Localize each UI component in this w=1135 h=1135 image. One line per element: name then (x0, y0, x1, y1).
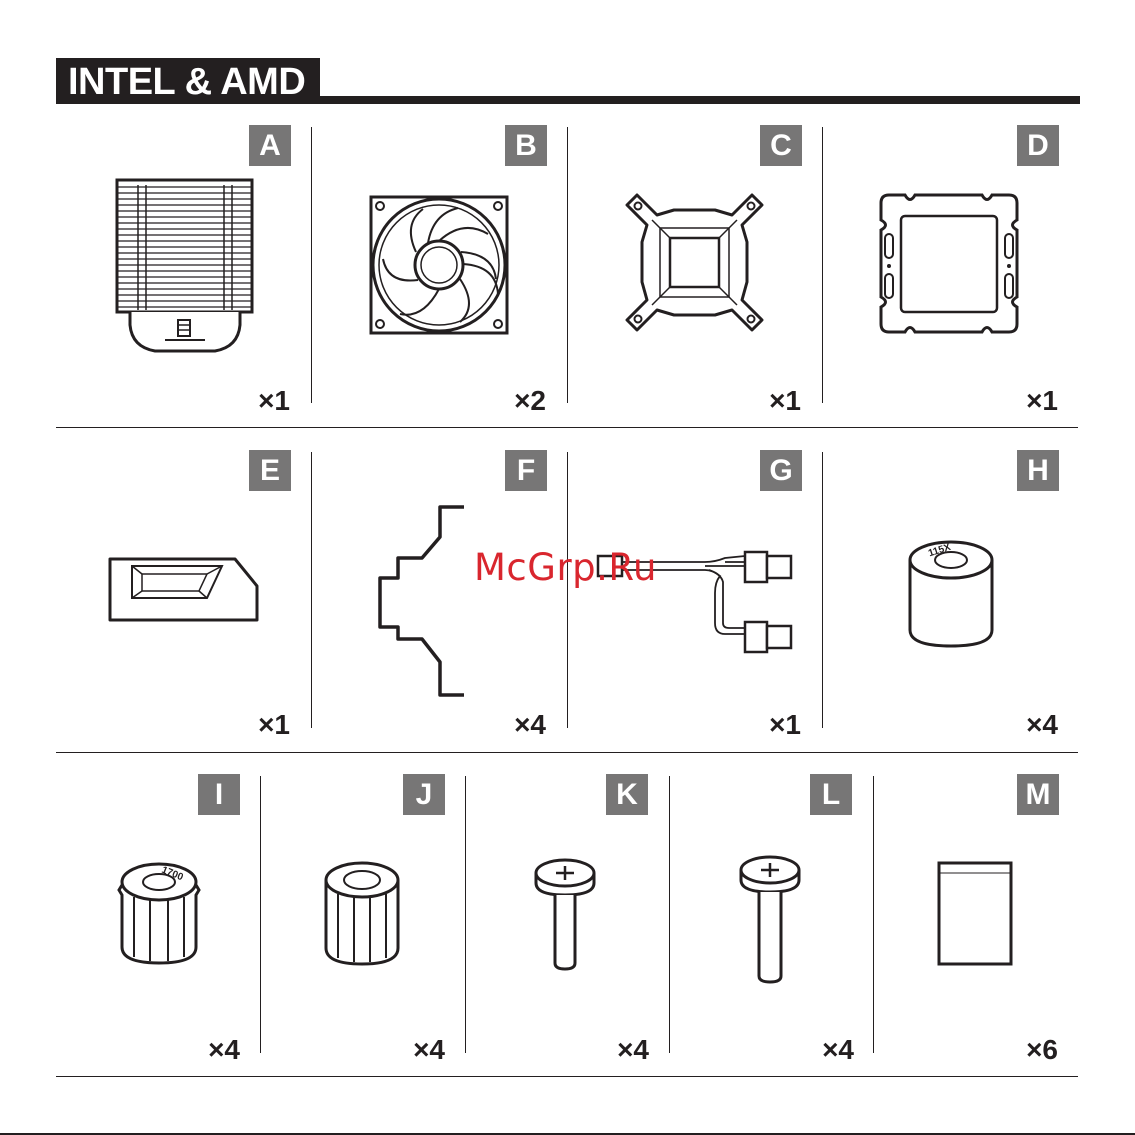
standoff-1700-icon: 1700 (114, 855, 204, 970)
column-divider (669, 776, 670, 1053)
part-quantity: ×4 (486, 710, 546, 740)
part-letter-badge: L (810, 774, 852, 815)
column-divider (822, 452, 823, 728)
standoff-amd-icon (320, 858, 405, 970)
part-letter-badge: B (505, 125, 547, 166)
part-quantity: ×4 (998, 710, 1058, 740)
fan-icon (368, 194, 513, 339)
part-quantity: ×4 (385, 1035, 445, 1065)
part-letter-badge: F (505, 450, 547, 491)
column-divider (260, 776, 261, 1053)
column-divider (873, 776, 874, 1053)
part-quantity: ×1 (230, 386, 290, 416)
part-quantity: ×1 (998, 386, 1058, 416)
thermal-pad-sheet-icon (937, 861, 1015, 969)
column-divider (311, 452, 312, 728)
column-divider (567, 452, 568, 728)
row-divider-3 (56, 1076, 1078, 1077)
intel-mounting-bracket-icon (622, 190, 767, 335)
part-quantity: ×4 (794, 1035, 854, 1065)
part-quantity: ×4 (180, 1035, 240, 1065)
part-letter-badge: G (760, 450, 802, 491)
fan-clip-icon (376, 503, 471, 703)
part-quantity: ×4 (589, 1035, 649, 1065)
part-quantity: ×2 (486, 386, 546, 416)
part-letter-badge: A (249, 125, 291, 166)
long-screw-icon (737, 852, 803, 987)
part-quantity: ×1 (230, 710, 290, 740)
part-letter-badge: E (249, 450, 291, 491)
title-rule (56, 96, 1080, 104)
short-screw-icon (532, 855, 598, 975)
column-divider (822, 127, 823, 403)
row-divider-1 (56, 427, 1078, 428)
part-letter-badge: J (403, 774, 445, 815)
part-letter-badge: I (198, 774, 240, 815)
heatsink-tower-icon (110, 175, 260, 355)
part-letter-badge: C (760, 125, 802, 166)
part-letter-badge: M (1017, 774, 1059, 815)
part-quantity: ×1 (741, 386, 801, 416)
column-divider (311, 127, 312, 403)
part-letter-badge: K (606, 774, 648, 815)
watermark-text: McGrp.Ru (474, 546, 657, 589)
thermal-paste-pad-icon (107, 556, 262, 624)
backplate-icon (877, 192, 1022, 337)
part-letter-badge: H (1017, 450, 1059, 491)
column-divider (567, 127, 568, 403)
standoff-115x-icon: 115X (906, 538, 996, 650)
part-quantity: ×6 (998, 1035, 1058, 1065)
column-divider (465, 776, 466, 1053)
row-divider-2 (56, 752, 1078, 753)
part-quantity: ×1 (741, 710, 801, 740)
part-letter-badge: D (1017, 125, 1059, 166)
